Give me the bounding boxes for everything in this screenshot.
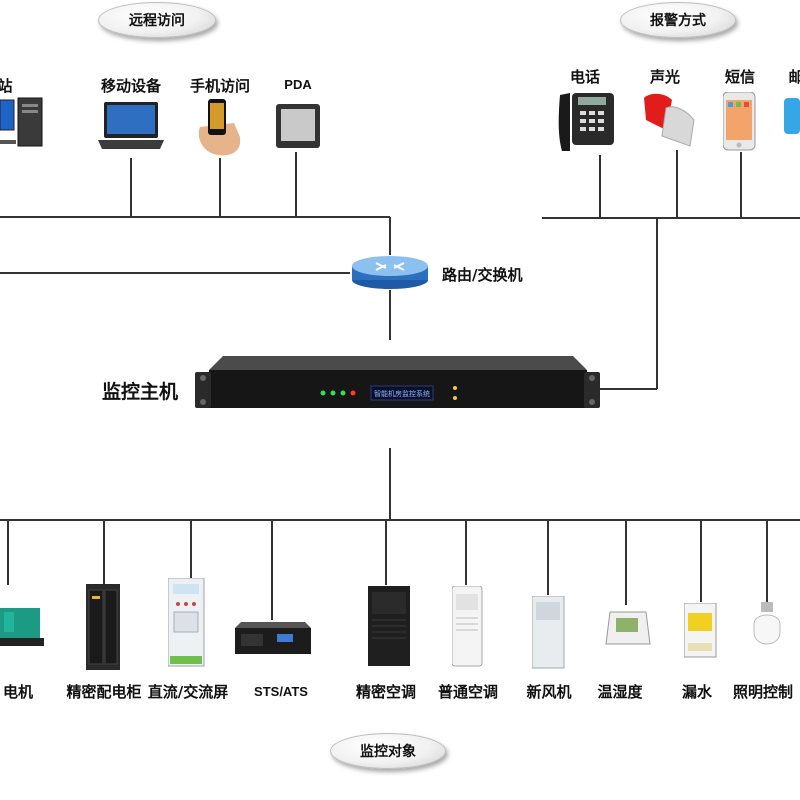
phone-hand-icon [198, 99, 241, 156]
alarm-methods-pill: 报警方式 [620, 2, 736, 38]
smartphone-icon [723, 92, 756, 151]
monitored-object-label: 精密空调 [355, 683, 417, 701]
monitored-object-label: 直流/交流屏 [147, 683, 229, 701]
monitored-object-label: 精密配电柜 [66, 683, 142, 701]
router-switch-icon [352, 256, 428, 289]
monitored-object-label: STS/ATS [254, 684, 308, 699]
remote-device-label: PDA [284, 77, 312, 92]
temp-humidity-sensor-icon [605, 611, 651, 645]
lighting-bulb-icon [753, 602, 781, 645]
remote-access-pill: 远程访问 [98, 2, 216, 38]
router-switch-label: 路由/交换机 [442, 266, 523, 284]
mail-icon [784, 98, 800, 134]
alarm-device-label: 声光 [649, 68, 681, 86]
remote-access-label: 远程访问 [129, 13, 185, 29]
monitoring-host-icon: 智能机房监控系统 [195, 356, 600, 408]
water-leak-sensor-icon [684, 603, 717, 658]
monitored-object-label: 普通空调 [437, 683, 499, 701]
siren-icon [644, 93, 695, 147]
monitored-object-label: 照明控制 [732, 683, 794, 701]
desk-phone-icon [558, 93, 614, 151]
monitored-object-label: 电机 [2, 683, 34, 701]
monitored-object-label: 新风机 [526, 683, 572, 701]
remote-device-label: 手机访问 [189, 77, 251, 95]
monitoring-host-label: 监控主机 [102, 381, 179, 403]
pda-icon [276, 104, 320, 148]
generator-icon [0, 608, 44, 646]
fresh-air-unit-icon [532, 596, 565, 669]
remote-device-label: 站 [0, 77, 13, 95]
distribution-cabinet-icon [86, 584, 120, 670]
workstation-icon [0, 97, 43, 147]
dc-ac-panel-icon [168, 578, 205, 667]
precision-ac-icon [368, 586, 410, 666]
alarm-methods-label: 报警方式 [650, 13, 706, 29]
monitored-object-label: 温湿度 [597, 683, 643, 701]
sts-ats-icon [235, 622, 311, 654]
monitored-object-label: 漏水 [681, 683, 713, 701]
standard-ac-icon [452, 586, 483, 667]
remote-device-label: 移动设备 [100, 77, 162, 95]
alarm-device-label: 短信 [724, 68, 756, 86]
monitored-objects-pill: 监控对象 [330, 733, 446, 769]
alarm-device-label: 电话 [569, 68, 601, 86]
monitored-objects-label: 监控对象 [360, 744, 416, 760]
host-display-text: 智能机房监控系统 [374, 389, 430, 398]
laptop-icon [98, 102, 164, 149]
alarm-device-label: 邮 [788, 68, 800, 86]
